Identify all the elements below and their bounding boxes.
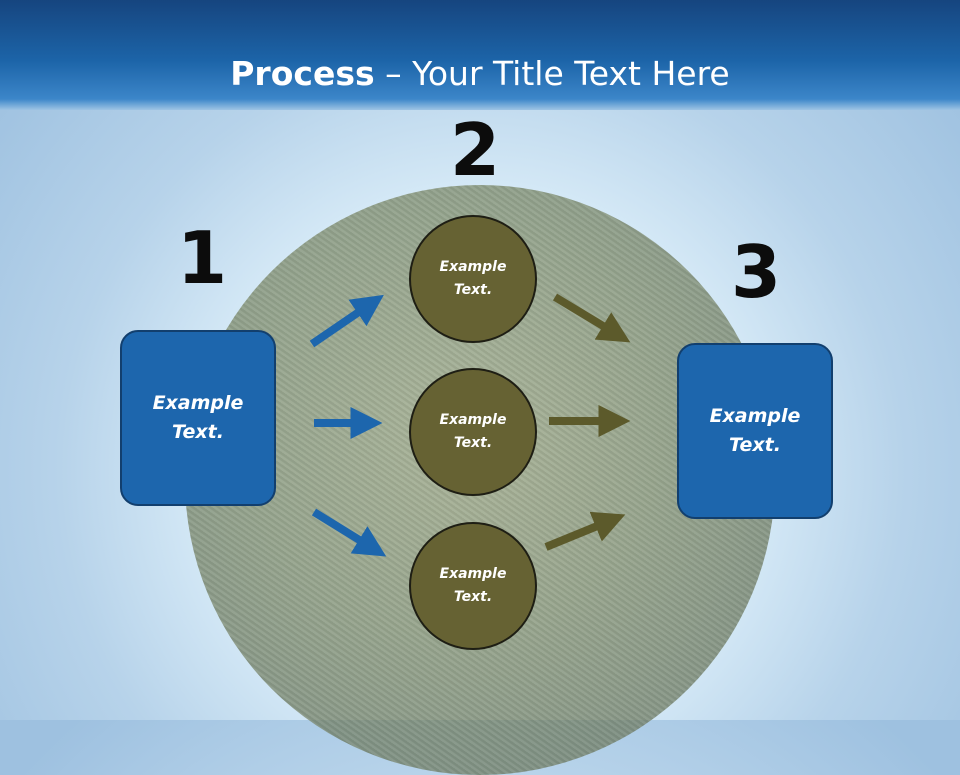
arrow-left-to-top <box>309 294 384 348</box>
arrows-layer <box>309 293 631 557</box>
process-circle-middle: Example Text. <box>409 368 537 496</box>
circle-text: Example Text. <box>439 259 507 298</box>
left-process-box: Example Text. <box>120 330 276 506</box>
circle-text: Example Text. <box>439 566 507 605</box>
left-box-text: Example Text. <box>152 392 244 443</box>
arrow-left-to-bottom <box>311 508 387 557</box>
slide-title: Process – Your Title Text Here <box>0 52 960 96</box>
circle-text: Example Text. <box>439 412 507 451</box>
step-number-2: 2 <box>450 108 501 192</box>
process-circle-bottom: Example Text. <box>409 522 537 650</box>
header-band <box>0 0 960 110</box>
step-number-1: 1 <box>177 216 228 300</box>
right-process-box: Example Text. <box>677 343 833 519</box>
title-bold: Process <box>230 54 375 93</box>
arrow-bottom-to-right <box>544 511 626 551</box>
process-circle-top: Example Text. <box>409 215 537 343</box>
arrow-top-to-right <box>552 293 631 343</box>
right-box-text: Example Text. <box>709 405 801 456</box>
title-rest: – Your Title Text Here <box>374 54 730 93</box>
step-number-3: 3 <box>731 230 782 314</box>
